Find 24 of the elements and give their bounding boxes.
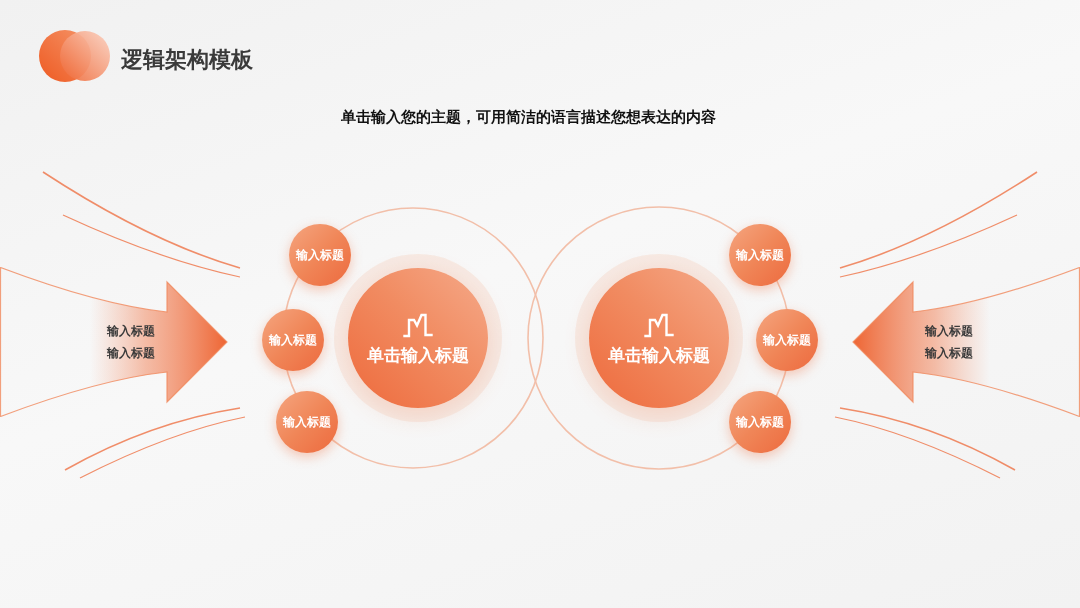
block-arrow	[852, 267, 1080, 417]
subtitle: 单击输入您的主题，可用简洁的语言描述您想表达的内容	[341, 107, 716, 127]
arrow-label: 输入标题	[107, 345, 155, 362]
circle-label: 输入标题	[283, 414, 331, 430]
arrow-label: 输入标题	[107, 323, 155, 340]
topic-circle	[289, 224, 351, 286]
topic-circle	[756, 309, 818, 371]
circle-label: 输入标题	[269, 332, 317, 348]
circle-label: 输入标题	[763, 332, 811, 348]
topic-circle	[276, 391, 338, 453]
circle-label: 输入标题	[736, 414, 784, 430]
topic-circle	[729, 391, 791, 453]
block-arrow	[0, 267, 228, 417]
circle-title: 单击输入标题	[367, 343, 469, 366]
main-circle	[348, 268, 488, 408]
circle-title: 单击输入标题	[608, 343, 710, 366]
main-circle	[589, 268, 729, 408]
topic-circle	[262, 309, 324, 371]
arrow-label: 输入标题	[925, 323, 973, 340]
circle-label: 输入标题	[296, 247, 344, 263]
topic-circle	[729, 224, 791, 286]
slide-title: 逻辑架构模板	[121, 46, 253, 74]
circle-label: 输入标题	[736, 247, 784, 263]
arrow-label: 输入标题	[925, 345, 973, 362]
